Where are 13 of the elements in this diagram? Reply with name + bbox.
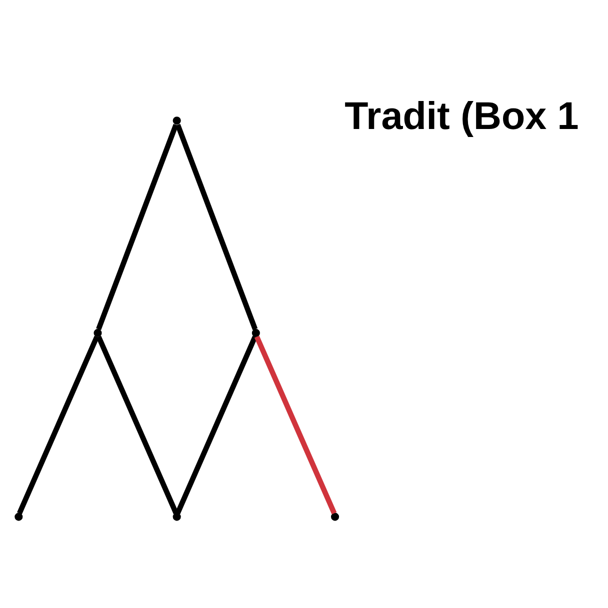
node-point xyxy=(94,328,102,337)
label: Tradit (Box 1 xyxy=(344,94,579,138)
node-point xyxy=(330,512,340,520)
node-point xyxy=(172,116,181,124)
connector xyxy=(17,335,100,514)
node-point xyxy=(172,512,181,520)
connector xyxy=(96,335,178,514)
connector xyxy=(96,123,178,330)
connector xyxy=(175,123,258,330)
connector xyxy=(254,335,337,514)
node-point xyxy=(252,328,260,337)
node-point xyxy=(14,512,23,520)
connector xyxy=(175,335,258,514)
